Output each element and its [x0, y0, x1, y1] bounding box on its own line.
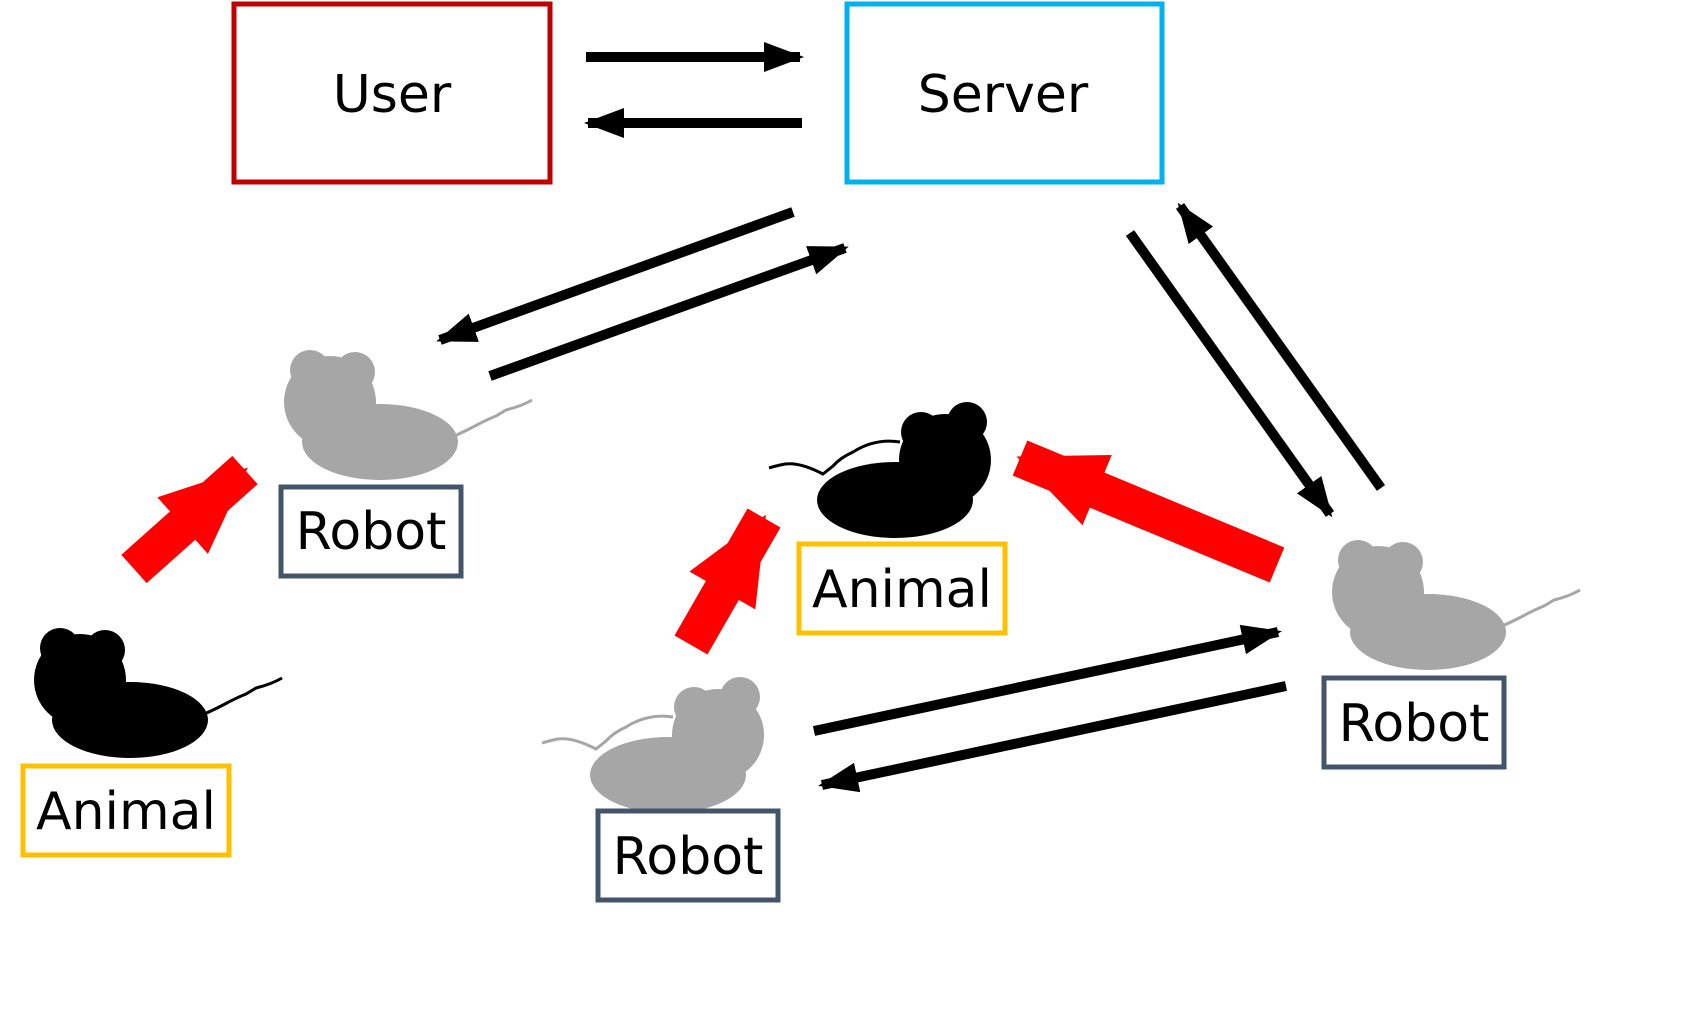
robot-right-to-animal-center-arrow: [1012, 440, 1285, 583]
mouse-icon: [767, 400, 993, 540]
user-node: User: [231, 1, 553, 185]
animal-center-node: Animal: [767, 400, 1008, 636]
server-to-robot-left-arrow: [436, 207, 795, 345]
server-box: [844, 1, 1165, 185]
network-links: [436, 42, 1386, 793]
robot-right-box: [1321, 675, 1507, 770]
animal-left-node: Animal: [20, 626, 284, 858]
server-node: Server: [844, 1, 1165, 185]
robot-right-to-robot-bottom-arrow: [818, 681, 1288, 793]
mouse-icon: [540, 675, 766, 815]
robot-bottom-label: Robot: [613, 827, 764, 887]
animal-left-to-robot-left-arrow: [121, 455, 258, 584]
server-to-robot-right-arrow: [1125, 230, 1335, 518]
animal-center-label: Animal: [812, 560, 992, 620]
robot-left-to-server-arrow: [488, 243, 849, 381]
robot-bottom-to-animal-center-arrow: [674, 508, 781, 655]
user-label: User: [333, 65, 452, 125]
robot-bottom-node: Robot: [540, 675, 781, 903]
robot-right-node: Robot: [1321, 538, 1582, 770]
interaction-arrows: [121, 440, 1285, 655]
robot-bottom-box: [595, 808, 781, 903]
robot-left-node: Robot: [278, 348, 534, 579]
mouse-icon: [32, 626, 284, 760]
animal-left-box: [20, 763, 232, 858]
server-label: Server: [918, 65, 1089, 125]
animal-center-box: [796, 541, 1008, 636]
robot-right-label: Robot: [1339, 694, 1490, 754]
robot-bottom-to-robot-right-arrow: [812, 624, 1282, 736]
robot-left-label: Robot: [296, 502, 447, 562]
robot-right-to-server-arrow: [1175, 202, 1386, 491]
mouse-icon: [1330, 538, 1582, 672]
robot-left-box: [278, 484, 464, 579]
animal-left-label: Animal: [36, 782, 216, 842]
user-box: [231, 1, 553, 185]
